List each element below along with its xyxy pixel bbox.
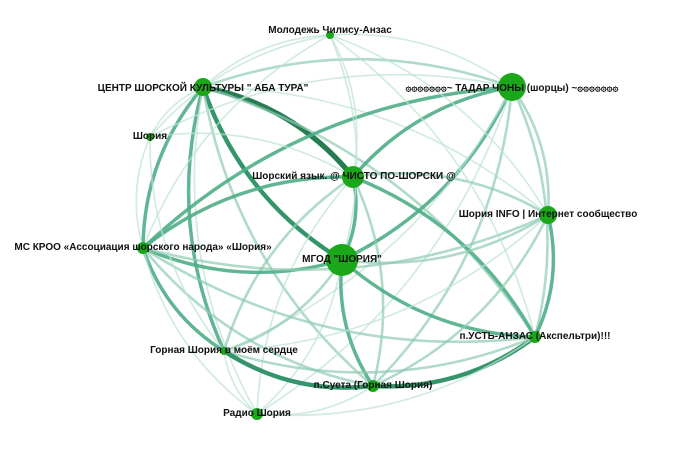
edge-yazyk-gornaya <box>222 175 354 352</box>
node-mgod[interactable] <box>326 244 358 276</box>
edge-kroo-shoriya <box>135 136 151 249</box>
edge-tadar-kroo <box>141 85 513 250</box>
edge-ust_anzas-gornaya <box>223 335 536 374</box>
edge-aba_tura-mgod <box>200 86 344 262</box>
node-label-sueta: п.Суета (Горная Шория) <box>314 380 433 391</box>
node-gornaya[interactable] <box>220 347 228 355</box>
edge-yazyk-ust_anzas <box>352 175 537 338</box>
edge-yazyk-kroo <box>141 175 354 250</box>
edge-aba_tura-kroo <box>141 85 205 249</box>
edge-molodezh-shoriya <box>149 34 331 138</box>
edge-yazyk-shoriya <box>149 132 354 178</box>
node-label-aba_tura: ЦЕНТР ШОРСКОЙ КУЛЬТУРЫ " АБА ТУРА" <box>98 81 309 94</box>
edge-yazyk-sueta <box>351 176 385 387</box>
edge-info-molodezh <box>329 34 549 216</box>
node-ust_anzas[interactable] <box>529 331 541 343</box>
node-aba_tura[interactable] <box>194 78 212 96</box>
node-label-radio: Радио Шория <box>223 408 291 419</box>
edge-aba_tura-gornaya <box>186 86 226 352</box>
edge-tadar-radio <box>256 86 513 415</box>
edge-aba_tura-tadar <box>202 57 513 89</box>
edge-kroo-gornaya <box>141 247 225 353</box>
edge-tadar-mgod <box>341 86 514 262</box>
node-label-info: Шория INFO | Интернет сообщество <box>459 208 638 220</box>
node-label-shoriya: Шория <box>133 131 167 142</box>
node-shoriya[interactable] <box>146 133 154 141</box>
edge-tadar-yazyk <box>351 85 513 179</box>
edge-aba_tura-radio <box>193 86 258 415</box>
node-label-kroo: МС КРОО «Ассоциация шорского народа» «Шо… <box>14 242 272 253</box>
edge-info-gornaya <box>223 214 549 352</box>
edge-tadar-info <box>510 86 550 216</box>
node-label-gornaya: Горная Шория в моём сердце <box>150 345 298 356</box>
edge-mgod-ust_anzas <box>340 258 536 339</box>
node-label-tadar: ۞۞۞۞۞۞۞~ ТАДАР ЧОНЫ (шорцы) ~۞۞۞۞۞۞۞ <box>405 83 620 94</box>
edge-mgod-molodezh <box>329 34 358 261</box>
edge-yazyk-info <box>352 172 549 217</box>
edge-mgod-radio <box>256 259 343 415</box>
edge-gornaya-radio <box>223 350 258 415</box>
node-label-yazyk: Шорский язык. @ ЧИСТО ПО-ШОРСКИ @ <box>252 171 456 182</box>
node-info[interactable] <box>539 206 557 224</box>
edge-sueta-radio <box>256 385 374 416</box>
node-radio[interactable] <box>251 408 263 420</box>
node-kroo[interactable] <box>137 242 149 254</box>
edge-ust_anzas-radio <box>256 336 536 417</box>
edge-shoriya-gornaya <box>149 136 225 352</box>
edge-kroo-radio <box>142 247 258 415</box>
edge-kroo-ust_anzas <box>142 246 536 344</box>
node-yazyk[interactable] <box>342 166 364 188</box>
edge-yazyk-molodezh <box>329 34 358 178</box>
edge-aba_tura-molodezh <box>202 34 331 88</box>
edge-info-ust_anzas <box>533 214 556 338</box>
edge-aba_tura-info <box>202 86 549 216</box>
edge-molodezh-kroo <box>142 34 331 249</box>
edge-shoriya-tadar <box>149 73 513 138</box>
edge-molodezh-ust_anzas <box>329 34 536 338</box>
edge-layer <box>135 33 556 417</box>
node-molodezh[interactable] <box>326 31 334 39</box>
node-tadar[interactable] <box>498 73 526 101</box>
node-label-mgod: МГОД "ШОРИЯ" <box>302 254 382 265</box>
node-layer <box>137 31 557 420</box>
edge-mgod-info <box>341 213 549 265</box>
node-label-molodezh: Молодежь Чилису-Анзас <box>268 25 392 36</box>
node-sueta[interactable] <box>367 380 379 392</box>
edge-kroo-sueta <box>141 247 374 388</box>
edge-yazyk-radio <box>256 176 354 415</box>
edge-gornaya-sueta <box>222 349 374 390</box>
edge-mgod-kroo <box>142 246 343 275</box>
edge-aba_tura-yazyk <box>202 84 356 179</box>
edge-tadar-molodezh <box>329 33 513 88</box>
node-label-ust_anzas: п.УСТЬ-АНЗАС (Акспельтри)!!! <box>459 331 610 342</box>
